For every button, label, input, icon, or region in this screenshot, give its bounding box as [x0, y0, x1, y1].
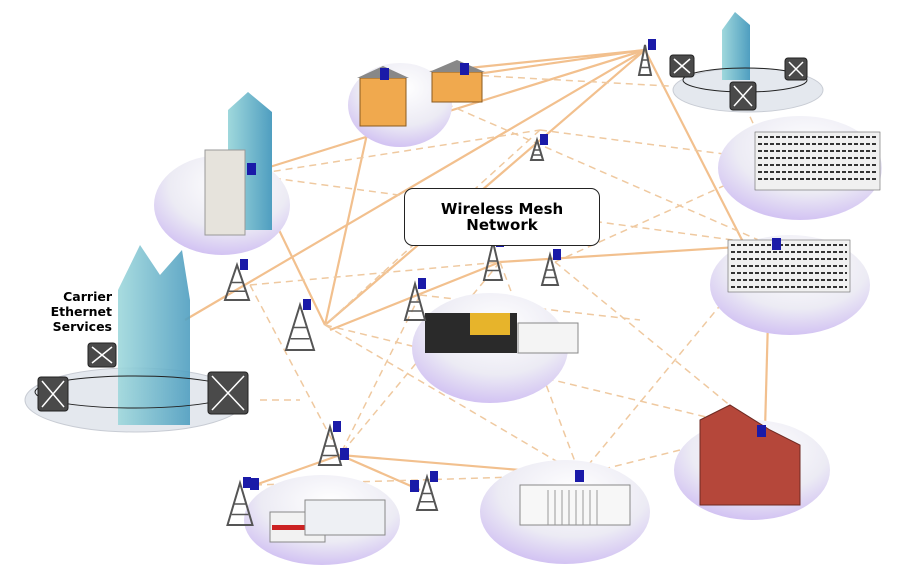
carrier-line2: Ethernet	[50, 304, 112, 319]
towers	[223, 39, 781, 526]
link-dashed	[249, 129, 541, 176]
stripe	[272, 525, 322, 530]
link-solid	[184, 49, 646, 321]
link-dashed	[554, 261, 761, 431]
switch-icon	[37, 376, 69, 412]
radio-icon	[460, 63, 469, 75]
tower-icon	[415, 471, 439, 511]
train-icon	[470, 313, 510, 335]
switch-icon	[729, 81, 757, 111]
building-icon	[722, 12, 750, 80]
radio-icon	[303, 299, 311, 310]
tower-icon	[529, 134, 548, 161]
house-icon	[429, 60, 485, 103]
tower-icon	[403, 278, 427, 321]
radio-icon	[340, 448, 349, 460]
radio-icon	[247, 163, 256, 175]
tower-icon	[637, 39, 656, 76]
link-dashed	[379, 74, 771, 246]
radio-icon	[243, 477, 251, 488]
switch-icon	[669, 54, 695, 78]
link-solid	[499, 243, 771, 264]
carrier-ethernet-label: Carrier Ethernet Services	[40, 289, 112, 334]
radio-icon	[648, 39, 656, 50]
office-building-icon	[754, 131, 881, 191]
building-icon	[118, 245, 190, 425]
carrier-line3: Services	[52, 319, 112, 334]
switch-icon	[207, 371, 249, 415]
tower-icon	[317, 421, 343, 466]
link-solid	[324, 49, 646, 326]
tower-icon	[540, 249, 561, 286]
link-dashed	[579, 429, 761, 476]
truck-icon	[517, 322, 579, 354]
building-icon	[204, 149, 246, 236]
link-dashed	[249, 284, 341, 456]
radio-icon	[553, 249, 561, 260]
radio-icon	[418, 278, 426, 289]
title-line2: Network	[466, 216, 538, 234]
link-dashed	[339, 294, 421, 456]
radio-icon	[575, 470, 584, 482]
carrier-line1: Carrier	[63, 289, 112, 304]
link-solid	[259, 48, 646, 172]
radio-icon	[430, 471, 438, 482]
switch-icon	[87, 342, 117, 368]
link-dashed	[324, 324, 581, 476]
radio-icon	[772, 238, 781, 250]
white-house-icon	[519, 484, 631, 526]
tower-icon	[223, 259, 251, 301]
link-dashed	[579, 244, 771, 476]
radio-icon	[540, 134, 548, 145]
switch-icon	[784, 57, 808, 81]
link-solid	[329, 260, 501, 332]
link-dashed	[249, 261, 501, 286]
link-dashed	[249, 174, 771, 246]
link-solid	[254, 453, 341, 487]
radio-icon	[380, 68, 389, 80]
tower-icon	[226, 477, 254, 526]
wireless-mesh-network-label: Wireless Mesh Network	[404, 188, 600, 246]
fire-truck-icon	[304, 499, 386, 536]
radio-icon	[240, 259, 248, 270]
office-building-icon	[727, 239, 851, 293]
radio-icon	[757, 425, 766, 437]
link-solid	[469, 48, 646, 77]
radio-icon	[410, 480, 419, 492]
link-dashed	[324, 324, 761, 431]
tower-icon	[284, 299, 316, 351]
title-line1: Wireless Mesh	[440, 200, 564, 218]
radio-icon	[250, 478, 259, 490]
links	[184, 48, 772, 492]
brick-building-icon	[699, 404, 801, 506]
link-dashed	[469, 74, 741, 91]
link-solid	[339, 453, 421, 492]
radio-icon	[333, 421, 341, 432]
sites	[24, 12, 882, 565]
